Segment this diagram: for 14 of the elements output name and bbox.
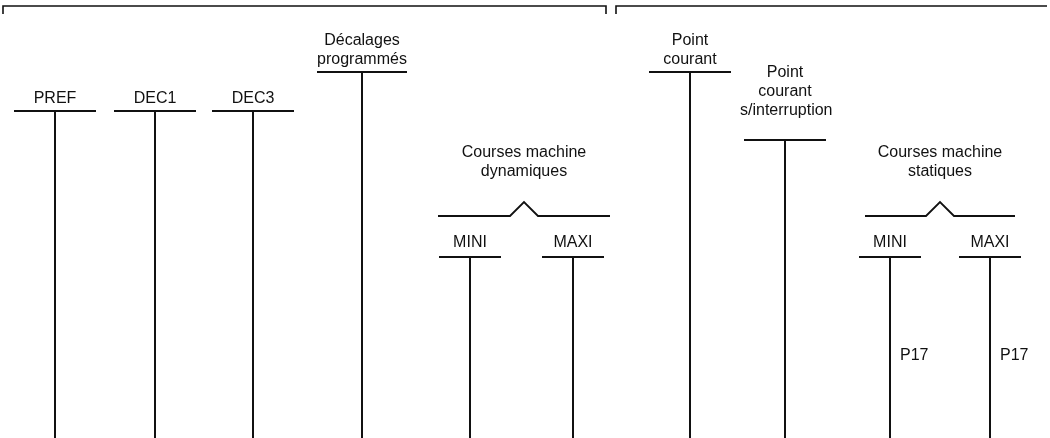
position-label: Point courant — [662, 30, 718, 68]
group-label: Courses machine dynamiques — [460, 142, 588, 180]
position-label: DEC1 — [132, 88, 178, 107]
position-label: MAXI — [969, 232, 1011, 251]
parameter-label: P17 — [1000, 345, 1030, 364]
position-label: Décalages programmés — [316, 30, 408, 68]
position-label: MAXI — [552, 232, 594, 251]
group-label: Courses machine statiques — [876, 142, 1004, 180]
position-label: MINI — [452, 232, 488, 251]
position-label: DEC3 — [230, 88, 276, 107]
position-label: PREF — [32, 88, 78, 107]
position-label: MINI — [872, 232, 908, 251]
position-label: Point courant s/interruption — [740, 62, 830, 119]
parameter-label: P17 — [900, 345, 930, 364]
